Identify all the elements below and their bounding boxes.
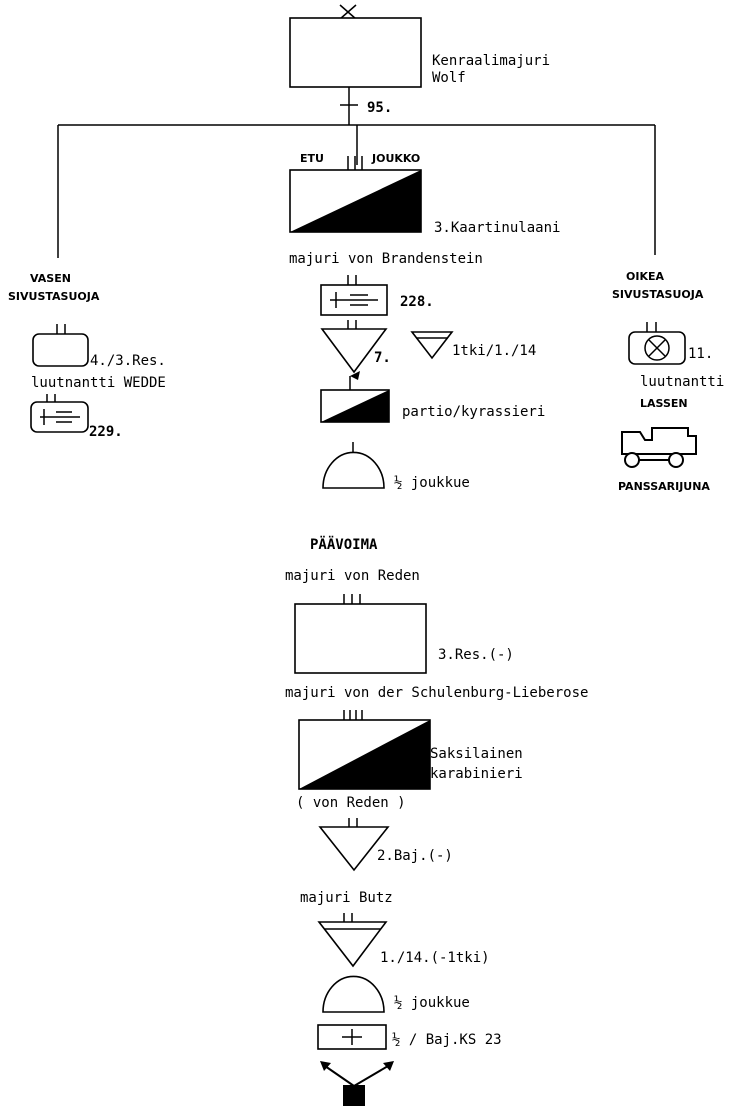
left-flank-mg-unit: 229. (89, 424, 123, 440)
vanguard-half-platoon: ½ joukkue (394, 475, 470, 491)
vanguard-patrol: partio/kyrassieri (402, 404, 545, 420)
right-flank-group: OIKEA SIVUSTASUOJA 11. luutnantti LASSEN… (612, 270, 724, 493)
medical-cross-icon (342, 1029, 362, 1045)
main-unit-2: 2.Baj.(-) (377, 848, 453, 864)
main-sub-commander: ( von Reden ) (296, 795, 406, 811)
commander-unit: 95. (367, 100, 392, 116)
right-flank-commander-rank: luutnantti (640, 374, 724, 390)
main-cavalry-line1: Saksilainen (430, 746, 523, 762)
main-half-platoon: ½ joukkue (394, 995, 470, 1011)
vanguard-group: ETU JOUKKO 3.Kaartinulaani majuri von Br… (289, 152, 560, 491)
main-body-group: PÄÄVOIMA majuri von Reden 3.Res.(-) maju… (285, 536, 588, 1106)
infantry-regiment-box (294, 603, 427, 674)
machine-gun-icon (330, 292, 378, 308)
main-unit-1: 3.Res.(-) (438, 647, 514, 663)
left-flank-group: VASEN SIVUSTASUOJA 4./3.Res. luutnantti … (8, 272, 166, 440)
vanguard-label-left: ETU (300, 152, 324, 165)
vanguard-commander: majuri von Brandenstein (289, 251, 483, 267)
left-flank-label-line1: VASEN (30, 272, 71, 285)
right-flank-unit: 11. (688, 346, 713, 362)
armored-train-icon (621, 427, 697, 468)
left-flank-label-line2: SIVUSTASUOJA (8, 290, 100, 303)
vanguard-small-infantry-unit: 1tki/1./14 (452, 343, 536, 359)
hq-cross-icon (339, 4, 357, 20)
left-flank-commander: luutnantti WEDDE (31, 375, 166, 391)
vanguard-cavalry-unit: 3.Kaartinulaani (434, 220, 560, 236)
left-flank-unit-box (32, 333, 89, 367)
main-commander-1: majuri von Reden (285, 568, 420, 584)
main-commander-3: majuri Butz (300, 890, 393, 906)
commander-title: Kenraalimajuri (432, 53, 550, 69)
main-commander-2: majuri von der Schulenburg-Lieberose (285, 685, 588, 701)
carabinier-diagonal-fill (299, 720, 430, 789)
hq-box (289, 17, 422, 88)
vanguard-infantry-unit: 7. (374, 350, 391, 366)
artillery-cross-icon (648, 339, 666, 357)
vanguard-label-right: JOUKKO (371, 152, 420, 165)
main-body-label: PÄÄVOIMA (310, 536, 378, 553)
battalion-triangle (318, 826, 390, 872)
patrol-diagonal-fill (321, 390, 389, 422)
right-flank-train-label: PANSSARIJUNA (618, 480, 710, 493)
distribution-lines (57, 124, 656, 258)
main-medical: ½ / Baj.KS 23 (392, 1032, 502, 1048)
half-platoon-dome (322, 451, 385, 489)
infantry-7-triangle (320, 328, 388, 374)
commander-hq: Kenraalimajuri Wolf 95. (289, 4, 550, 125)
vanguard-mg-unit: 228. (400, 294, 434, 310)
left-flank-unit: 4./3.Res. (90, 353, 166, 369)
machine-gun-icon (40, 409, 80, 425)
supply-arrows-icon (320, 1061, 394, 1106)
main-half-platoon-dome (322, 975, 385, 1013)
right-flank-commander-name: LASSEN (640, 397, 688, 410)
artillery-circle-icon (644, 335, 670, 361)
right-flank-label-line1: OIKEA (626, 270, 664, 283)
cavalry-diagonal-fill (290, 170, 421, 232)
company-triangle (317, 921, 388, 968)
right-flank-label-line2: SIVUSTASUOJA (612, 288, 704, 301)
small-infantry-triangle (410, 331, 454, 360)
main-cavalry-line2: karabinieri (430, 766, 523, 782)
flag-icon (350, 371, 360, 380)
commander-name: Wolf (432, 70, 466, 86)
main-unit-3: 1./14.(-1tki) (380, 950, 490, 966)
